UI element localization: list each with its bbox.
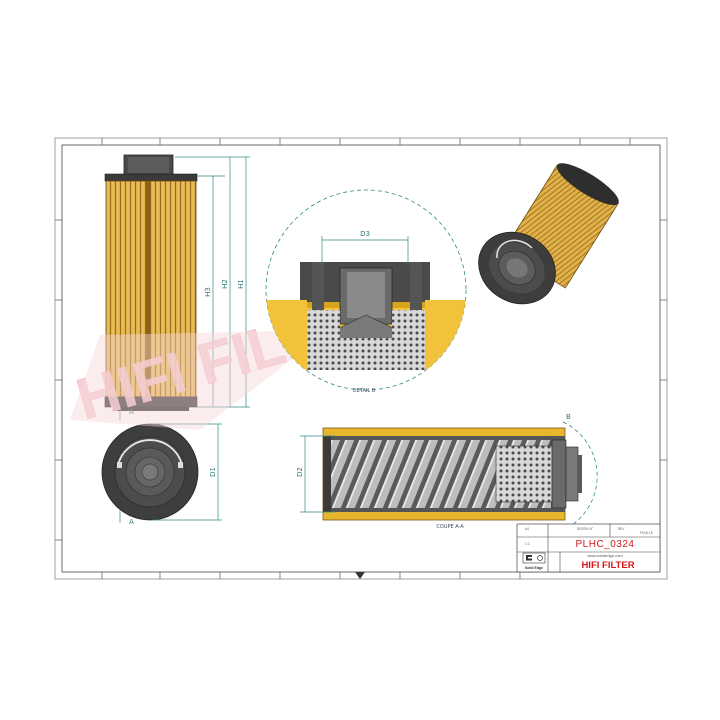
detail-dimension xyxy=(321,236,409,266)
tb-brand: HIFI FILTER xyxy=(581,560,634,571)
section-caption: COUPE A-A xyxy=(436,524,464,530)
tb-field-4: A4 xyxy=(525,527,529,531)
tb-field-2: REV xyxy=(618,527,625,531)
tb-field-3: FEUILLE xyxy=(640,531,653,535)
tb-field-1: DESSIN N° xyxy=(577,527,594,531)
watermark-swoosh xyxy=(70,330,330,430)
dim-h1-label: H1 xyxy=(237,279,245,289)
dim-d3-label: D3 xyxy=(360,230,370,238)
solid-edge-logo-icon xyxy=(522,552,546,564)
section-marker-b: B xyxy=(566,413,571,421)
dim-h2-label: H2 xyxy=(221,279,229,289)
dim-d1-label: D1 xyxy=(209,467,217,477)
end-view-dimension xyxy=(152,423,222,521)
frame-ticks xyxy=(55,138,667,579)
front-view xyxy=(104,154,198,411)
section-a-a-view xyxy=(322,427,582,521)
detail-caption: DETAIL B xyxy=(353,388,376,394)
page-frame-outer xyxy=(54,137,668,580)
section-dimension xyxy=(300,435,335,513)
tb-scale: 1:1 xyxy=(525,542,530,546)
isometric-view xyxy=(478,163,619,305)
section-marker-a-bottom: A xyxy=(129,518,134,526)
end-view xyxy=(101,423,199,521)
tb-part-code: PLHC_0324 xyxy=(576,539,635,550)
dim-h3-label: H3 xyxy=(204,287,212,297)
detail-b-outline xyxy=(265,189,467,391)
detail-b-view xyxy=(266,262,466,370)
dim-d2-label: D2 xyxy=(296,467,304,477)
section-detail-marker xyxy=(562,421,598,526)
tb-website: www.solidedge.com xyxy=(587,553,623,558)
section-marker-a-top: A xyxy=(129,408,134,416)
title-block xyxy=(516,523,661,573)
tb-software: Solid Edge xyxy=(525,566,543,570)
center-mark-icon xyxy=(355,572,365,579)
